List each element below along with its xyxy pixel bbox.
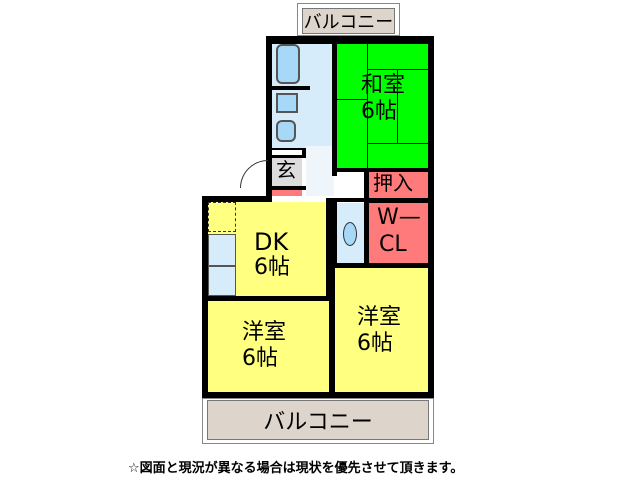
bottom-balcony: バルコニー [207, 400, 429, 440]
toilet-bottom-wall [332, 263, 368, 268]
top-balcony: バルコニー [302, 8, 395, 34]
genkan-label: 玄 [276, 158, 296, 182]
dk-bottom-wall [202, 296, 332, 301]
genkan: 玄 [272, 158, 302, 190]
dk-size: 6帖 [254, 255, 290, 280]
refrigerator-space [208, 202, 236, 232]
dk-label: DK [254, 228, 289, 256]
washitsu-bottom-wall [332, 168, 434, 172]
genkan-step [272, 150, 302, 155]
closet-left-wall [364, 168, 369, 268]
yoshitsu-left-label: 洋室 [242, 320, 287, 345]
wcl-label-line2: CL [379, 232, 407, 257]
entrance-door-swing[interactable] [240, 160, 268, 188]
washer-icon [276, 120, 296, 142]
dk-top-wall [202, 196, 272, 202]
stove-icon [208, 266, 236, 296]
bathtub-icon [276, 44, 300, 84]
footer-note: ☆図面と現況が異なる場合は現状を優先させて頂きます。 [128, 461, 464, 476]
bottom-outer-wall [202, 392, 434, 398]
yoshitsu-right: 洋室 6帖 [335, 268, 428, 392]
upper-outer-wall [266, 36, 434, 44]
oshiire-label: 押入 [373, 171, 413, 195]
genkan-lower-wall [266, 186, 306, 190]
yoshitsu-divider-wall [329, 268, 335, 396]
toilet-left-wall [332, 198, 337, 268]
dk-right-wall [326, 198, 332, 298]
wcl-bottom-wall [364, 263, 434, 268]
yoshitsu-left-size: 6帖 [242, 346, 278, 371]
oshiire: 押入 [369, 172, 428, 198]
yoshitsu-left: 洋室 6帖 [208, 301, 329, 392]
walk-in-closet: W— CL [369, 203, 428, 263]
kitchen-sink-icon [208, 234, 236, 266]
washbasin-icon [276, 93, 298, 113]
hallway [306, 146, 334, 196]
yoshitsu-right-size: 6帖 [357, 331, 393, 356]
bath-divider [272, 86, 310, 90]
top-balcony-label: バルコニー [303, 12, 394, 33]
wcl-label-line1: W— [377, 205, 421, 230]
washitsu-label: 和室 [361, 73, 406, 98]
oshiire-bottom-wall [364, 198, 434, 203]
washitsu: 和室 6帖 [337, 44, 428, 168]
washitsu-left-wall [332, 36, 337, 176]
shoe-box [272, 190, 302, 196]
washitsu-size: 6帖 [361, 99, 397, 124]
toilet-icon [343, 222, 357, 246]
toilet-top-wall [332, 198, 368, 202]
left-upper-wall [266, 36, 272, 196]
bottom-balcony-label: バルコニー [263, 410, 373, 435]
yoshitsu-right-label: 洋室 [357, 305, 402, 330]
right-outer-wall [428, 36, 434, 398]
